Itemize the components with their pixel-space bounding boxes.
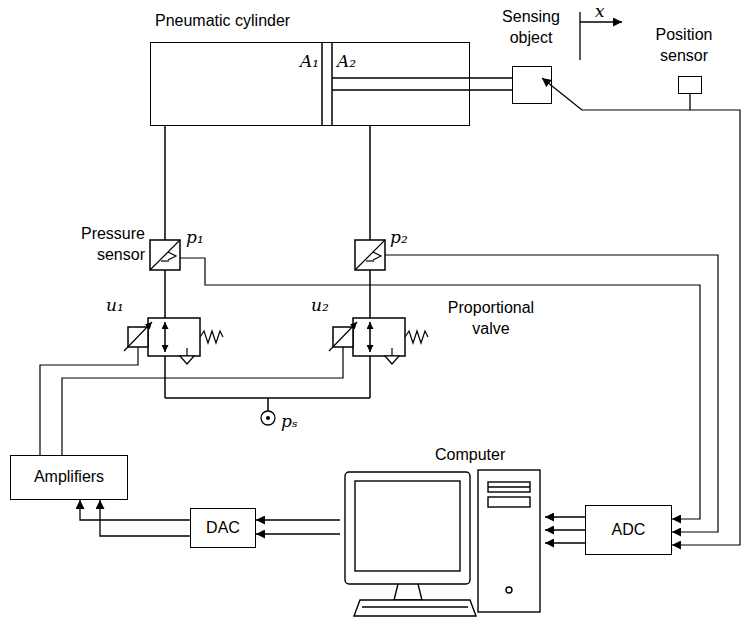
piston-rod-part bbox=[332, 77, 512, 79]
system-illustration-part bbox=[124, 318, 223, 364]
computer-illustration-part bbox=[354, 600, 476, 616]
node-heading: Position sensor bbox=[647, 25, 721, 67]
pneumatic-lines-part bbox=[369, 356, 371, 398]
signal-connector bbox=[80, 500, 190, 520]
system-illustration-part bbox=[150, 240, 180, 270]
system-illustration-part bbox=[329, 318, 428, 364]
displacement-arrow-part bbox=[579, 12, 580, 60]
pressure-symbol: p₂ bbox=[390, 226, 408, 248]
signal-wires-part bbox=[582, 110, 740, 545]
computer-illustration-part bbox=[394, 584, 422, 600]
adc-box: ADC bbox=[585, 505, 672, 555]
signal-connector bbox=[256, 533, 340, 534]
node-heading: Computer bbox=[435, 445, 505, 466]
part-name: Pressure sensor bbox=[45, 224, 145, 266]
displacement-arrow-part bbox=[580, 21, 622, 22]
box-label: Amplifiers bbox=[34, 468, 104, 486]
displacement-symbol: x bbox=[595, 0, 605, 22]
computer-illustration-part bbox=[478, 470, 540, 612]
pneumatic-lines-part bbox=[164, 126, 166, 240]
computer-illustration-part bbox=[355, 481, 460, 571]
cylinder-piston-part bbox=[321, 43, 323, 125]
computer-illustration-part bbox=[488, 486, 530, 487]
computer-unit: Computer bbox=[340, 445, 545, 620]
area-symbol: A₂ bbox=[337, 50, 356, 72]
computer-illustration-part bbox=[362, 606, 468, 607]
signal-connector bbox=[256, 519, 340, 520]
signal-connector bbox=[545, 516, 585, 517]
node-heading: Sensing object bbox=[497, 7, 565, 49]
node-heading: Pneumatic cylinder bbox=[155, 11, 290, 32]
cylinder-piston-part bbox=[331, 43, 333, 125]
computer-illustration bbox=[345, 470, 540, 616]
position-sensing-arrow bbox=[542, 78, 690, 110]
part-name: Proportional valve bbox=[436, 298, 546, 340]
pneumatic-lines-part bbox=[369, 126, 371, 240]
position-sensing-arrow-part bbox=[542, 78, 582, 110]
amplifier-box: Amplifiers bbox=[10, 455, 128, 500]
system-illustration-part bbox=[355, 240, 385, 270]
signal-name: u₁ bbox=[106, 294, 124, 316]
pneumatic-lines-part bbox=[164, 270, 166, 318]
box-label: ADC bbox=[612, 521, 646, 539]
pneumatic-lines-part bbox=[369, 270, 371, 318]
pneumatic-lines-part bbox=[267, 398, 269, 411]
signal-connector bbox=[100, 500, 190, 536]
sensing-object: Sensing object bbox=[512, 66, 552, 104]
computer-illustration-part bbox=[345, 472, 470, 584]
supply-pressure-source bbox=[261, 411, 275, 425]
dac-box: DAC bbox=[190, 508, 256, 548]
signal-wires-part bbox=[62, 347, 343, 455]
signal-name: u₂ bbox=[311, 294, 329, 316]
supply-pressure-symbol: pₛ bbox=[281, 410, 298, 432]
piston-rod bbox=[332, 78, 512, 90]
piston-rod-part bbox=[332, 89, 512, 91]
box-label: DAC bbox=[206, 519, 240, 537]
computer-illustration-part bbox=[488, 482, 530, 492]
signal-connector bbox=[545, 542, 585, 543]
pneumatic-lines bbox=[165, 126, 370, 411]
signal-connector bbox=[545, 529, 585, 530]
cylinder-piston bbox=[322, 43, 332, 125]
supply-pressure-source-part bbox=[266, 416, 270, 420]
computer-illustration-part bbox=[488, 497, 530, 507]
position-sensor: Position sensor bbox=[678, 76, 702, 94]
position-sensing-arrow-part bbox=[689, 94, 690, 110]
area-symbol: A₁ bbox=[300, 50, 319, 72]
pressure-symbol: p₁ bbox=[186, 226, 204, 248]
computer-illustration-part bbox=[506, 587, 512, 593]
supply-pressure-source-part bbox=[261, 411, 275, 425]
signal-wires-part bbox=[40, 347, 138, 455]
pneumatic-lines-part bbox=[164, 356, 166, 398]
